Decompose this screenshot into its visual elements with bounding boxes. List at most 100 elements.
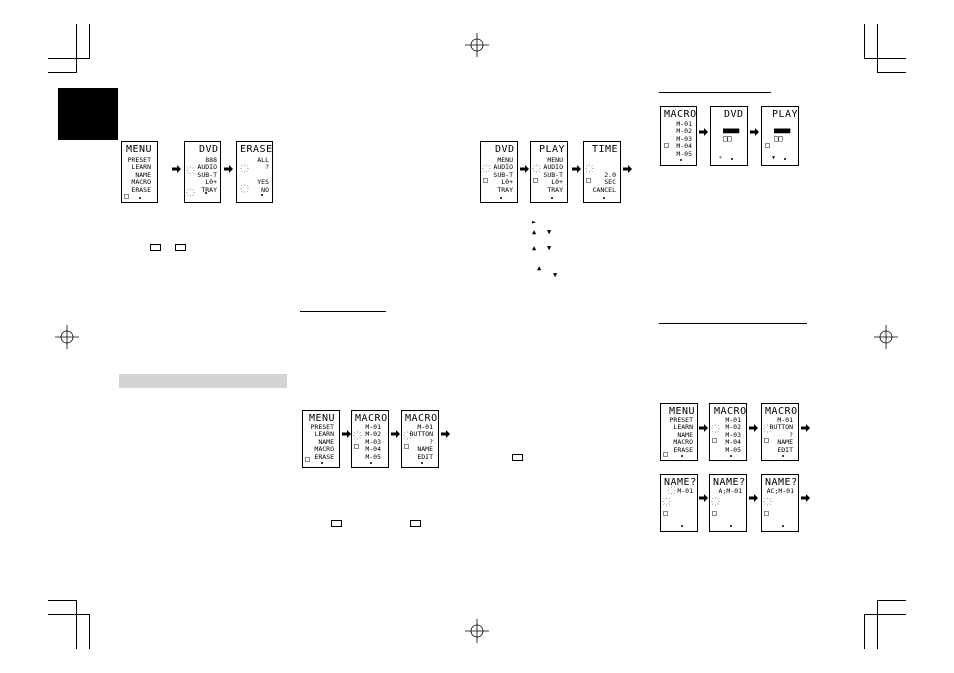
lcd-title: MENU [126,144,153,155]
registration-mark-icon [55,325,79,349]
flow-arrow-icon [699,494,708,502]
flow-arrow-icon [699,424,708,432]
crop-mark [864,58,906,59]
lcd-lines: M-01 M-02 M-03 M-04 M-05 [365,423,381,461]
lcd-title: ERASE [240,144,273,155]
lcd-display: DVD ■■■■ □□ ▼ [710,106,748,166]
blink-indicator-icon [353,431,362,440]
indicator-dot-icon [421,462,423,464]
lcd-lines: M-01 [677,487,693,495]
blink-indicator-icon [662,497,671,506]
registration-mark-icon [874,325,898,349]
indicator-dot-icon [730,455,732,457]
indicator-icon [483,178,488,183]
indicator-dot-icon [681,525,683,527]
indicator-dot-icon [730,525,732,527]
crop-mark [877,24,878,72]
lcd-display: TIME 2.0 SEC CANCEL [583,141,621,203]
lcd-lines: MENU AUDIO SUB-T L0+ TRAY [543,156,563,194]
indicator-icon [764,511,769,516]
flow-arrow-icon [224,165,233,173]
key-symbol [512,454,523,461]
indicator-dot-icon [680,159,682,161]
section-rule [659,323,807,324]
indicator-icon [124,194,129,199]
lcd-display: MENU PRESET LEARN NAME MACRO ERASE [660,403,698,461]
flow-arrow-icon [749,424,758,432]
lcd-lines: M-01 BUTTON ? NAME EDIT [769,416,793,454]
note-bar [119,374,287,388]
lcd-title: PLAY [772,109,799,120]
lcd-title: NAME? [765,477,798,488]
lcd-lines: 888 AUDIO SUB-T L0+ TRAY [197,156,217,194]
section-rule [300,311,386,312]
lcd-title: DVD [199,144,219,155]
indicator-icon [586,178,591,183]
lcd-display: MACRO M-01 BUTTON ? NAME EDIT [761,403,799,461]
lcd-display: DVD 888 AUDIO SUB-T L0+ TRAY [184,141,221,203]
language-tab [58,88,118,140]
indicator-icon [712,511,717,516]
lcd-title: PLAY [539,144,566,155]
lcd-display: MACRO M-01 BUTTON ? NAME EDIT [401,410,439,468]
blink-indicator-icon [482,164,491,173]
lcd-display: PLAY MENU AUDIO SUB-T L0+ TRAY [530,141,568,203]
indicator-dot-icon [370,462,372,464]
indicator-dot-icon [681,455,683,457]
indicator-dot-icon [784,158,786,160]
indicator-dot-icon [782,455,784,457]
indicator-icon [764,438,769,443]
lcd-title: MACRO [765,406,798,417]
lcd-lines: 2.0 SEC CANCEL [592,170,616,194]
lcd-display: MACRO M-01 M-02 M-03 M-04 M-05 [351,410,389,468]
indicator-dot-icon [139,197,141,199]
key-symbol [331,520,342,527]
lcd-title: MACRO [355,413,388,424]
indicator-dot-icon [261,194,263,196]
crop-mark [864,614,865,649]
indicator-icon [404,444,409,449]
blink-indicator-icon [532,164,541,173]
lcd-lines: M-01 BUTTON ? NAME EDIT [409,423,433,461]
lcd-title: TIME [592,144,619,155]
lcd-display: DVD MENU AUDIO SUB-T L0+ TRAY [480,141,518,203]
crop-mark [76,600,77,649]
cursor-right-icon: ► [532,218,537,226]
cursor-up-icon: ▲ [532,228,537,236]
flow-arrow-icon [801,494,810,502]
lcd-lines: PRESET LEARN NAME MACRO ERASE [310,423,334,461]
lcd-display: MENU PRESET LEARN NAME MACRO ERASE [121,141,158,203]
cursor-down-icon: ▼ [547,228,552,236]
flow-arrow-icon [172,165,181,173]
lcd-display: MACRO M-01 M-02 M-03 M-04 M-05 [709,403,747,461]
crop-mark [76,24,77,72]
indicator-icon [765,143,770,148]
lcd-display: ERASE ALL ? YES NO [236,141,273,203]
cursor-down-icon: ▼ [547,244,552,252]
flow-arrow-icon [441,430,450,438]
cursor-down-icon: ▼ [553,271,558,279]
blink-indicator-icon [240,184,249,193]
lcd-title: MENU [309,413,336,424]
lcd-title: MENU [669,406,696,417]
flow-arrow-icon [750,128,759,136]
indicator-icon [533,178,538,183]
lcd-lines: ALL ? YES NO [257,156,269,194]
crop-mark [877,600,906,601]
lcd-display: NAME? A;M-01 [709,474,747,532]
lcd-title: MACRO [714,406,747,417]
crop-mark [877,72,906,73]
lcd-lines: A;M-01 [718,487,742,495]
crop-mark [48,58,90,59]
lcd-display: MENU PRESET LEARN NAME MACRO ERASE [302,410,340,468]
lcd-lines: M-01 M-02 M-03 M-04 M-05 [725,416,741,454]
crop-mark [89,614,90,649]
blink-indicator-icon [763,424,772,433]
blink-indicator-icon [403,431,412,440]
registration-mark-icon [465,33,489,57]
indicator-icon [354,444,359,449]
crop-mark [48,614,90,615]
cursor-up-icon: ▲ [532,244,537,252]
crop-mark [877,600,878,649]
lcd-display: NAME? M-01 [660,474,698,532]
